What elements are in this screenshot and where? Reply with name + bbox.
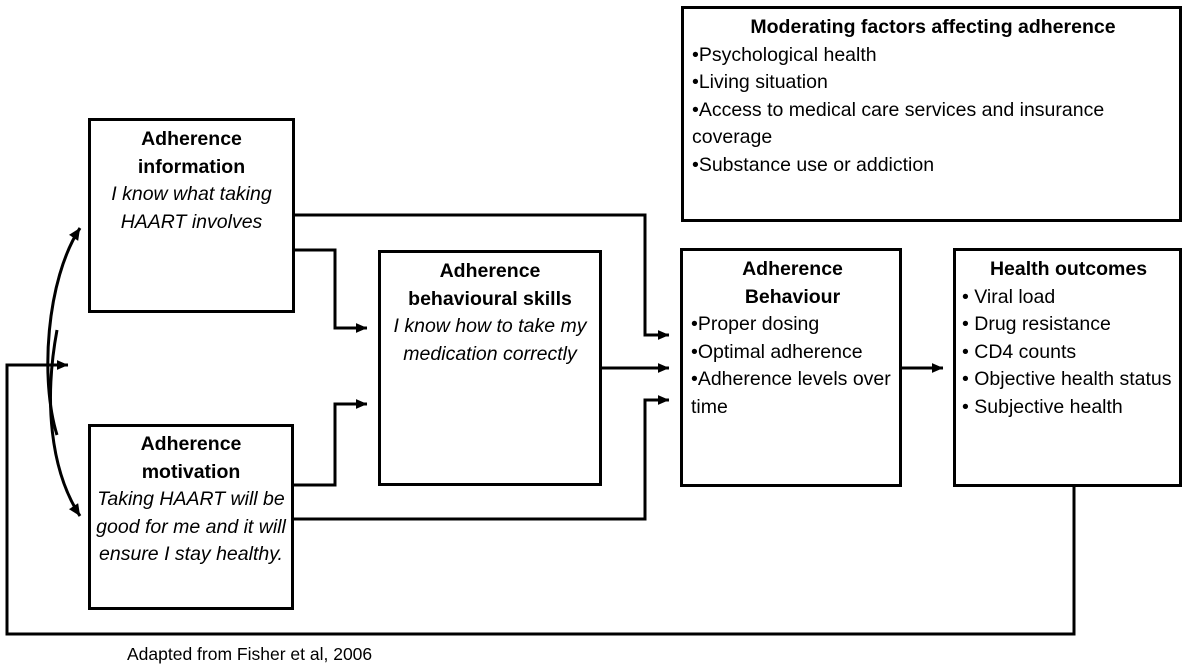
moderating-factors-item-3: •Access to medical care services and ins… — [692, 98, 1105, 149]
moderating-factors-item-1: •Psychological health — [692, 43, 877, 66]
adherence-motivation-detail: Taking HAART will be good for me and it … — [96, 488, 286, 565]
adherence-behaviour-item-2: •Optimal adherence — [691, 340, 863, 363]
moderating-factors-content: Moderating factors affecting adherence •… — [692, 14, 1174, 179]
health-outcomes-title: Health outcomes — [989, 258, 1148, 280]
adherence-behaviour-content: Adherence Behaviour •Proper dosing •Opti… — [691, 256, 894, 421]
box-adherence-behavioural-skills — [378, 250, 602, 486]
health-outcomes-item-5: • Subjective health — [962, 395, 1123, 418]
wire-information-motivation-curve-up — [46, 227, 82, 436]
adherence-behaviour-title-line2: Behaviour — [744, 285, 841, 308]
adherence-behaviour-item-3: •Adherence levels over time — [691, 368, 891, 418]
adherence-information-detail: I know what taking HAART involves — [111, 183, 272, 233]
box-health-outcomes — [953, 248, 1182, 487]
box-adherence-information — [88, 118, 295, 313]
wire-motivation-to-behaviour — [294, 395, 670, 521]
health-outcomes-content: Health outcomes • Viral load • Drug resi… — [962, 256, 1175, 421]
adherence-behavioural-skills-detail: I know how to take my medication correct… — [393, 315, 587, 365]
health-outcomes-item-4: • Objective health status — [962, 368, 1172, 390]
wire-information-to-behaviour — [295, 213, 670, 340]
moderating-factors-item-2: •Living situation — [692, 71, 828, 93]
health-outcomes-item-3: • CD4 counts — [962, 340, 1077, 363]
adherence-motivation-content: Adherence motivation Taking HAART will b… — [96, 431, 286, 569]
moderating-factors-item-4: •Substance use or addiction — [692, 153, 935, 176]
box-adherence-behaviour — [680, 248, 902, 487]
adherence-information-title-line1: Adherence — [141, 128, 242, 150]
adherence-information-content: Adherence information I know what taking… — [96, 126, 287, 236]
wire-information-motivation-curve-down — [49, 329, 82, 517]
adherence-behavioural-skills-content: Adherence behavioural skills I know how … — [385, 258, 595, 368]
adherence-motivation-title-line2: motivation — [141, 460, 241, 483]
adherence-behavioural-skills-title-line1: Adherence — [439, 260, 541, 282]
adherence-behaviour-title-line1: Adherence — [742, 258, 843, 280]
adherence-behaviour-item-1: •Proper dosing — [691, 313, 820, 335]
adherence-behavioural-skills-title-line2: behavioural skills — [408, 287, 572, 310]
figure-caption: Adapted from Fisher et al, 2006 — [127, 644, 373, 664]
adherence-information-title-line2: information — [137, 155, 246, 178]
wire-information-to-skills — [295, 248, 368, 333]
health-outcomes-item-2: • Drug resistance — [962, 313, 1111, 335]
moderating-factors-title: Moderating factors affecting adherence — [750, 16, 1116, 38]
health-outcomes-item-1: • Viral load — [962, 285, 1056, 308]
wire-outcomes-feedback-loop — [5, 360, 1076, 636]
wire-motivation-to-skills — [294, 399, 368, 487]
box-adherence-motivation — [88, 424, 294, 610]
box-moderating-factors — [681, 6, 1182, 222]
adherence-motivation-title-line1: Adherence — [140, 433, 242, 455]
